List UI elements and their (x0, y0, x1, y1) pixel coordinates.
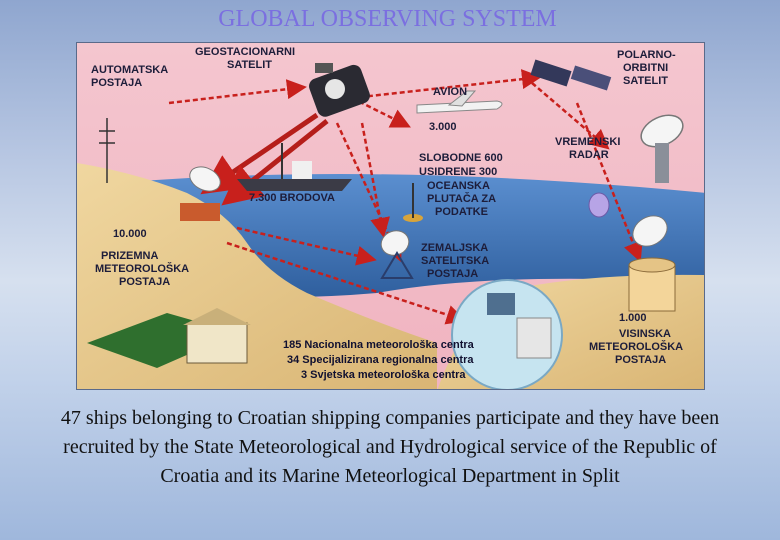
ground-satellite-dish-icon (180, 166, 221, 221)
meteorological-centre-icon (451, 279, 563, 389)
label-upper-air-count: 1.000 (619, 312, 647, 324)
airplane-icon (416, 90, 503, 114)
label-moored-buoys: USIDRENE 300 (419, 166, 497, 178)
label-automatic-station-1: AUTOMATSKA (91, 64, 168, 76)
weather-balloon-icon (588, 192, 610, 218)
upper-air-station-icon (628, 215, 676, 312)
geostationary-satellite-icon (309, 63, 370, 117)
weather-radar-icon (640, 114, 684, 183)
label-automatic-station-2: POSTAJA (91, 77, 142, 89)
slide-caption: 47 ships belonging to Croatian shipping … (60, 407, 720, 487)
label-centre-national: 185 Nacionalna meteorološka centra (283, 339, 475, 351)
label-radar-2: RADAR (569, 149, 609, 161)
earth-station-dish-icon (380, 230, 414, 279)
label-radar-1: VREMENSKI (555, 136, 620, 148)
label-ocean-buoy-3: PODATKE (435, 206, 488, 218)
label-ground-3: POSTAJA (119, 276, 170, 288)
label-polar-1: POLARNO- (617, 49, 676, 61)
label-plane: AVION (433, 86, 467, 98)
ship-icon (237, 143, 352, 191)
label-ground-count: 10.000 (113, 228, 147, 240)
ocean-buoy-icon (403, 183, 423, 222)
label-centre-regional: 34 Specijalizirana regionalna centra (287, 354, 474, 366)
label-drifting-buoys: SLOBODNE 600 (419, 152, 503, 164)
label-polar-2: ORBITNI (623, 62, 668, 74)
label-earth-station-3: POSTAJA (427, 268, 478, 280)
label-plane-count: 3.000 (429, 121, 457, 133)
label-earth-station-1: ZEMALJSKA (421, 242, 488, 254)
label-ocean-buoy-1: OCEANSKA (427, 180, 490, 192)
label-earth-station-2: SATELITSKA (421, 255, 489, 267)
label-geostationary-1: GEOSTACIONARNI (195, 46, 295, 58)
label-ocean-buoy-2: PLUTAČA ZA (427, 192, 496, 205)
label-ground-2: METEOROLOŠKA (95, 262, 189, 275)
polar-satellite-icon (530, 59, 612, 91)
global-observing-system-diagram: AUTOMATSKA POSTAJA GEOSTACIONARNI SATELI… (76, 42, 705, 390)
ground-station-garden-icon (87, 308, 251, 368)
slide-title: GLOBAL OBSERVING SYSTEM (218, 6, 557, 32)
label-ships: 7.300 BRODOVA (249, 192, 335, 204)
label-geostationary-2: SATELIT (227, 59, 272, 71)
label-upper-air-2: METEOROLOŠKA (589, 340, 683, 353)
label-upper-air-3: POSTAJA (615, 354, 666, 366)
label-ground-1: PRIZEMNA (101, 250, 159, 262)
automatic-station-mast-icon (99, 118, 115, 183)
label-upper-air-1: VISINSKA (619, 328, 671, 340)
label-polar-3: SATELIT (623, 75, 668, 87)
label-centre-world: 3 Svjetska meteorološka centra (301, 369, 466, 381)
